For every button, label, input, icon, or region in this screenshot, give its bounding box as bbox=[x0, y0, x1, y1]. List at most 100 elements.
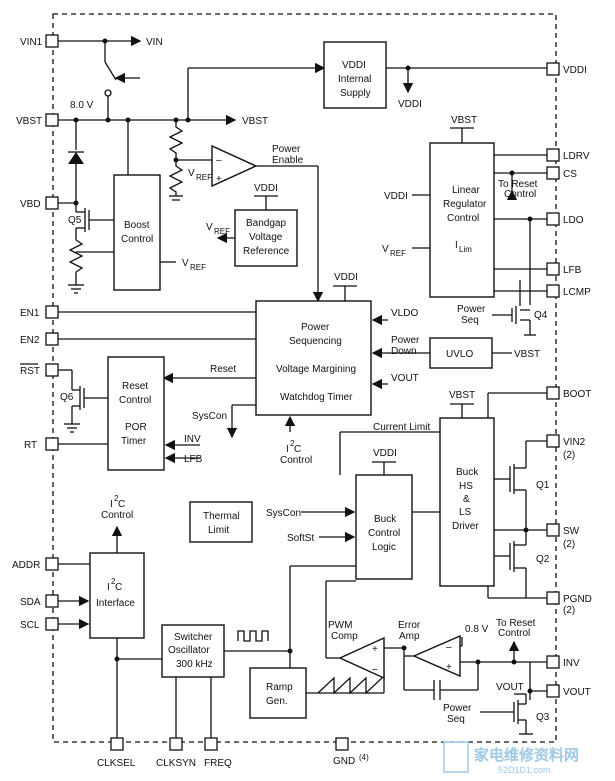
pin-rst: RST bbox=[20, 363, 59, 377]
svg-text:Regulator: Regulator bbox=[443, 199, 487, 210]
svg-text:I: I bbox=[110, 499, 113, 510]
svg-text:Amp: Amp bbox=[399, 631, 420, 642]
svg-text:FREQ: FREQ bbox=[204, 758, 232, 769]
pin-sda: SDA bbox=[20, 594, 59, 608]
svg-text:Q3: Q3 bbox=[536, 712, 550, 723]
svg-text:Control: Control bbox=[498, 628, 530, 639]
svg-text:LDRV: LDRV bbox=[563, 151, 590, 162]
svg-text:Voltage: Voltage bbox=[249, 232, 283, 243]
svg-text:Linear: Linear bbox=[452, 185, 480, 196]
svg-text:VDDI: VDDI bbox=[384, 191, 408, 202]
svg-text:EN1: EN1 bbox=[20, 308, 40, 319]
svg-text:Comp: Comp bbox=[331, 631, 358, 642]
svg-text:Q4: Q4 bbox=[534, 310, 548, 321]
boost-control-block: Boost Control bbox=[113, 174, 161, 291]
svg-text:Gen.: Gen. bbox=[266, 696, 288, 707]
pin-gnd: GND (4) bbox=[333, 737, 369, 767]
pin-vbd: VBD bbox=[20, 196, 59, 210]
svg-text:CLKSYN: CLKSYN bbox=[156, 758, 196, 769]
svg-text:SDA: SDA bbox=[20, 597, 41, 608]
svg-text:Buck: Buck bbox=[456, 467, 479, 478]
svg-text:EN2: EN2 bbox=[20, 335, 40, 346]
svg-text:Error: Error bbox=[398, 620, 421, 631]
svg-text:Reset: Reset bbox=[210, 364, 236, 375]
svg-text:–: – bbox=[372, 664, 378, 675]
pin-vout: VOUT bbox=[546, 684, 591, 698]
svg-text:Logic: Logic bbox=[372, 542, 396, 553]
svg-text:(2): (2) bbox=[563, 450, 575, 461]
svg-text:HS: HS bbox=[459, 481, 473, 492]
svg-text:Switcher: Switcher bbox=[174, 632, 213, 643]
svg-text:+: + bbox=[372, 644, 378, 655]
svg-text:PGND: PGND bbox=[563, 594, 592, 605]
svg-text:I: I bbox=[455, 240, 458, 251]
svg-text:CLKSEL: CLKSEL bbox=[97, 758, 136, 769]
svg-text:Sequencing: Sequencing bbox=[289, 336, 342, 347]
vddi-internal-supply-block: VDDI Internal Supply bbox=[323, 41, 387, 109]
svg-text:VBD: VBD bbox=[20, 199, 41, 210]
vbst-label: VBST bbox=[242, 116, 268, 127]
svg-text:Bandgap: Bandgap bbox=[246, 218, 286, 229]
pin-clksel: CLKSEL bbox=[97, 737, 136, 769]
svg-text:Control: Control bbox=[368, 528, 400, 539]
svg-text:RST: RST bbox=[20, 366, 40, 377]
svg-text:Boost: Boost bbox=[124, 220, 150, 231]
svg-text:Internal: Internal bbox=[338, 74, 371, 85]
svg-text:Control: Control bbox=[119, 395, 151, 406]
pin-ldrv: LDRV bbox=[546, 148, 590, 162]
svg-text:GND: GND bbox=[333, 756, 355, 767]
svg-text:VDDI: VDDI bbox=[563, 65, 587, 76]
svg-text:Control: Control bbox=[280, 455, 312, 466]
i2c-interface-block: I 2 C Interface bbox=[89, 552, 145, 639]
thermal-limit-block: Thermal Limit bbox=[189, 501, 253, 543]
svg-text:RT: RT bbox=[24, 440, 37, 451]
svg-text:C: C bbox=[294, 444, 301, 455]
svg-text:PWM: PWM bbox=[328, 620, 352, 631]
svg-text:Voltage Margining: Voltage Margining bbox=[276, 364, 356, 375]
switcher-oscillator-block: Switcher Oscillator 300 kHz bbox=[161, 624, 225, 678]
svg-text:Timer: Timer bbox=[121, 436, 147, 447]
svg-text:Q2: Q2 bbox=[536, 554, 550, 565]
svg-text:VDDI: VDDI bbox=[334, 272, 358, 283]
svg-text:Driver: Driver bbox=[452, 521, 479, 532]
svg-text:SCL: SCL bbox=[20, 620, 40, 631]
pin-pgnd: PGND (2) bbox=[546, 591, 592, 616]
svg-text:Oscillator: Oscillator bbox=[168, 645, 210, 656]
svg-text:SW: SW bbox=[563, 526, 580, 537]
svg-text:C: C bbox=[115, 582, 122, 593]
svg-text:Watchdog Timer: Watchdog Timer bbox=[280, 392, 353, 403]
pin-addr: ADDR bbox=[12, 557, 59, 571]
svg-text:VBST: VBST bbox=[514, 349, 540, 360]
svg-text:VIN1: VIN1 bbox=[20, 37, 43, 48]
svg-text:LFB: LFB bbox=[563, 265, 582, 276]
svg-text:REF: REF bbox=[214, 227, 230, 236]
svg-text:Control: Control bbox=[504, 189, 536, 200]
svg-text:VDDI: VDDI bbox=[398, 99, 422, 110]
vref-label: V bbox=[188, 168, 195, 179]
pin-vbst: VBST bbox=[16, 113, 59, 127]
svg-text:UVLO: UVLO bbox=[446, 349, 473, 360]
svg-text:2: 2 bbox=[290, 439, 295, 448]
power-sequencing-block: Power Sequencing Voltage Margining Watch… bbox=[255, 300, 372, 416]
svg-text:Reference: Reference bbox=[243, 246, 290, 257]
svg-text:To Reset: To Reset bbox=[496, 618, 536, 629]
pin-rt: RT bbox=[24, 437, 59, 451]
svg-text:POR: POR bbox=[125, 422, 147, 433]
svg-text:CS: CS bbox=[563, 169, 577, 180]
ramp-generator-block: Ramp Gen. bbox=[249, 667, 307, 719]
svg-text:I: I bbox=[286, 444, 289, 455]
svg-text:0.8 V: 0.8 V bbox=[465, 624, 489, 635]
svg-text:SysCon: SysCon bbox=[192, 411, 227, 422]
svg-text:Control: Control bbox=[101, 510, 133, 521]
svg-text:Power: Power bbox=[301, 322, 330, 333]
buck-control-logic-block: Buck Control Logic bbox=[355, 474, 413, 580]
pin-vin2: VIN2 (2) bbox=[546, 434, 586, 461]
svg-text:+: + bbox=[216, 174, 222, 185]
pin-scl: SCL bbox=[20, 617, 59, 631]
svg-text:LFB: LFB bbox=[184, 454, 203, 465]
svg-text:Q1: Q1 bbox=[536, 480, 550, 491]
watermark: 家电维修资料网 52D1D1.com bbox=[443, 741, 579, 775]
bandgap-reference-block: Bandgap Voltage Reference bbox=[234, 209, 298, 267]
pin-cs: CS bbox=[546, 166, 577, 180]
svg-text:REF: REF bbox=[190, 263, 206, 272]
